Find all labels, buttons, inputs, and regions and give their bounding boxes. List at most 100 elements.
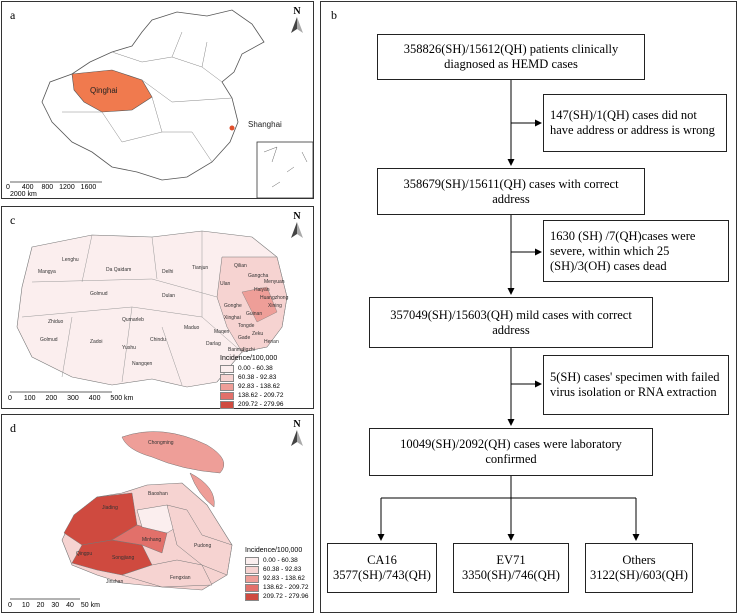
place-name: Zeku [252,331,264,337]
legend-item: 0.00 - 60.38 [245,556,309,565]
place-name: Jiading [102,505,118,511]
place-name: Lenghu [62,257,79,263]
place-name: Fengxian [170,575,191,581]
scale-bar-c: 0 100 200 300 400 500 km [8,395,134,402]
place-name: Gade [238,335,251,341]
legend-c: Incidence/100,000 0.00 - 60.38 60.38 - 9… [220,355,284,409]
outcome-value: 3577(SH)/743(QH) [333,568,431,582]
place-name: Zhiduo [48,319,64,325]
south-sea-inset [256,141,314,199]
flow-step-mild: 357049(SH)/15603(QH) mild cases with cor… [369,297,653,348]
place-name: Songjiang [112,555,135,561]
place-name: Nangqen [132,361,153,367]
outcome-name: CA16 [367,553,397,567]
shanghai-marker [229,125,235,131]
place-name: Jigzhi [242,347,255,353]
panel-d: d N Chongming Baoshan Jiading Qingpu Son… [1,414,314,613]
qinghai-region [71,69,153,113]
legend-item: 209.72 - 279.96 [220,400,284,409]
flow-exclude-address: 147(SH)/1(QH) cases did not have address… [543,94,727,152]
north-label: N [293,6,301,17]
legend-item: 138.62 - 209.72 [245,583,309,592]
qinghai-label: Qinghai [90,86,118,95]
north-arrow-shape [291,17,303,33]
legend-title: Incidence/100,000 [220,355,278,362]
flow-step-confirmed: 10049(SH)/2092(QH) cases were laboratory… [369,428,653,476]
legend-title: Incidence/100,000 [245,547,303,554]
place-name: Haiyan [254,287,270,293]
scale-tick: 2000 km [10,191,37,198]
flow-step-diagnosed: 358826(SH)/15612(QH) patients clinically… [377,34,645,80]
place-name: Ulan [220,281,231,287]
scale-tick: 1600 [80,184,97,191]
place-name: Zadoi [90,339,103,345]
legend-item: 60.38 - 92.83 [245,565,309,574]
scale-tick: 0 [6,184,10,191]
outcome-name: EV71 [496,553,526,567]
flow-exclude-specimen: 5(SH) cases' specimen with failed virus … [543,355,729,415]
place-name: Gangcha [248,273,269,279]
place-name: Qumarleb [122,317,144,323]
panel-label-a: a [10,8,16,22]
place-name: Xinghai [224,315,241,321]
scale-tick: 800 [41,184,54,191]
place-name: Mangya [38,269,56,275]
outcome-name: Others [622,553,656,567]
scale-bar-a: 0 400 800 1200 1600 2000 km [6,184,116,198]
place-name: Golmud [40,337,58,343]
place-name: Guinan [246,311,263,317]
shanghai-map [61,431,233,591]
scale-tick: 400 [21,184,34,191]
legend-item: 138.62 - 209.72 [220,391,284,400]
flow-outcome-ca16: CA16 3577(SH)/743(QH) [327,543,437,593]
panel-a: a N Qinghai Shanghai 0 400 800 1200 1600… [1,1,314,199]
legend-d: Incidence/100,000 0.00 - 60.38 60.38 - 9… [245,547,309,601]
panel-label-b: b [331,8,337,22]
north-arrow-icon: N [289,211,305,243]
place-name: Tianjun [192,265,209,271]
qinghai-map [16,230,288,388]
place-name: Pudong [194,543,212,549]
place-name: Henan [264,339,279,345]
place-name: Qingpu [76,551,93,557]
flow-outcome-ev71: EV71 3350(SH)/746(QH) [453,543,569,593]
outcome-value: 3122(SH)/603(QH) [590,568,688,582]
place-name: Menyuan [264,279,285,285]
place-name: Golmud [90,291,108,297]
legend-item: 92.83 - 138.62 [220,382,284,391]
place-name: Xining [268,303,282,309]
legend-item: 209.72 - 279.96 [245,592,309,601]
scale-bar-d: 0 10 20 30 40 50 km [8,602,100,609]
place-name: Yushu [122,345,136,351]
place-name: Chongming [148,440,174,446]
place-name: Da Qaidam [106,267,132,273]
north-label: N [293,211,301,222]
panel-c: c N Lenghu Mangya Da Qaidam Delhi Tianju… [1,206,314,409]
place-name: Qilian [234,263,247,269]
place-name: Minhang [142,537,162,543]
outcome-value: 3350(SH)/746(QH) [462,568,560,582]
flow-step-correct-address: 358679(SH)/15611(QH) cases with correct … [377,168,645,215]
place-name: Banma [228,347,244,353]
shanghai-label: Shanghai [248,120,282,129]
place-name: Delhi [162,269,174,275]
flow-connectors [377,80,640,541]
flow-outcome-others: Others 3122(SH)/603(QH) [585,543,693,593]
place-name: Huangzhong [260,295,289,301]
place-name: Tongde [238,323,255,329]
legend-item: 0.00 - 60.38 [220,364,284,373]
north-arrow-icon: N [289,6,305,38]
panel-label-d: d [10,421,16,435]
china-map [10,9,314,199]
place-name: Chindu [150,337,166,343]
flow-exclude-severe: 1630 (SH) /7(QH)cases were severe, withi… [543,220,729,282]
place-name: Dulan [162,293,176,299]
north-arrow-icon: N [289,419,305,451]
north-label: N [293,419,301,430]
place-name: Jinshan [106,579,124,585]
scale-tick: 1200 [59,184,75,191]
place-name: Baoshan [148,491,168,497]
legend-item: 60.38 - 92.83 [220,373,284,382]
panel-label-c: c [10,213,16,227]
place-name: Darlag [206,341,221,347]
